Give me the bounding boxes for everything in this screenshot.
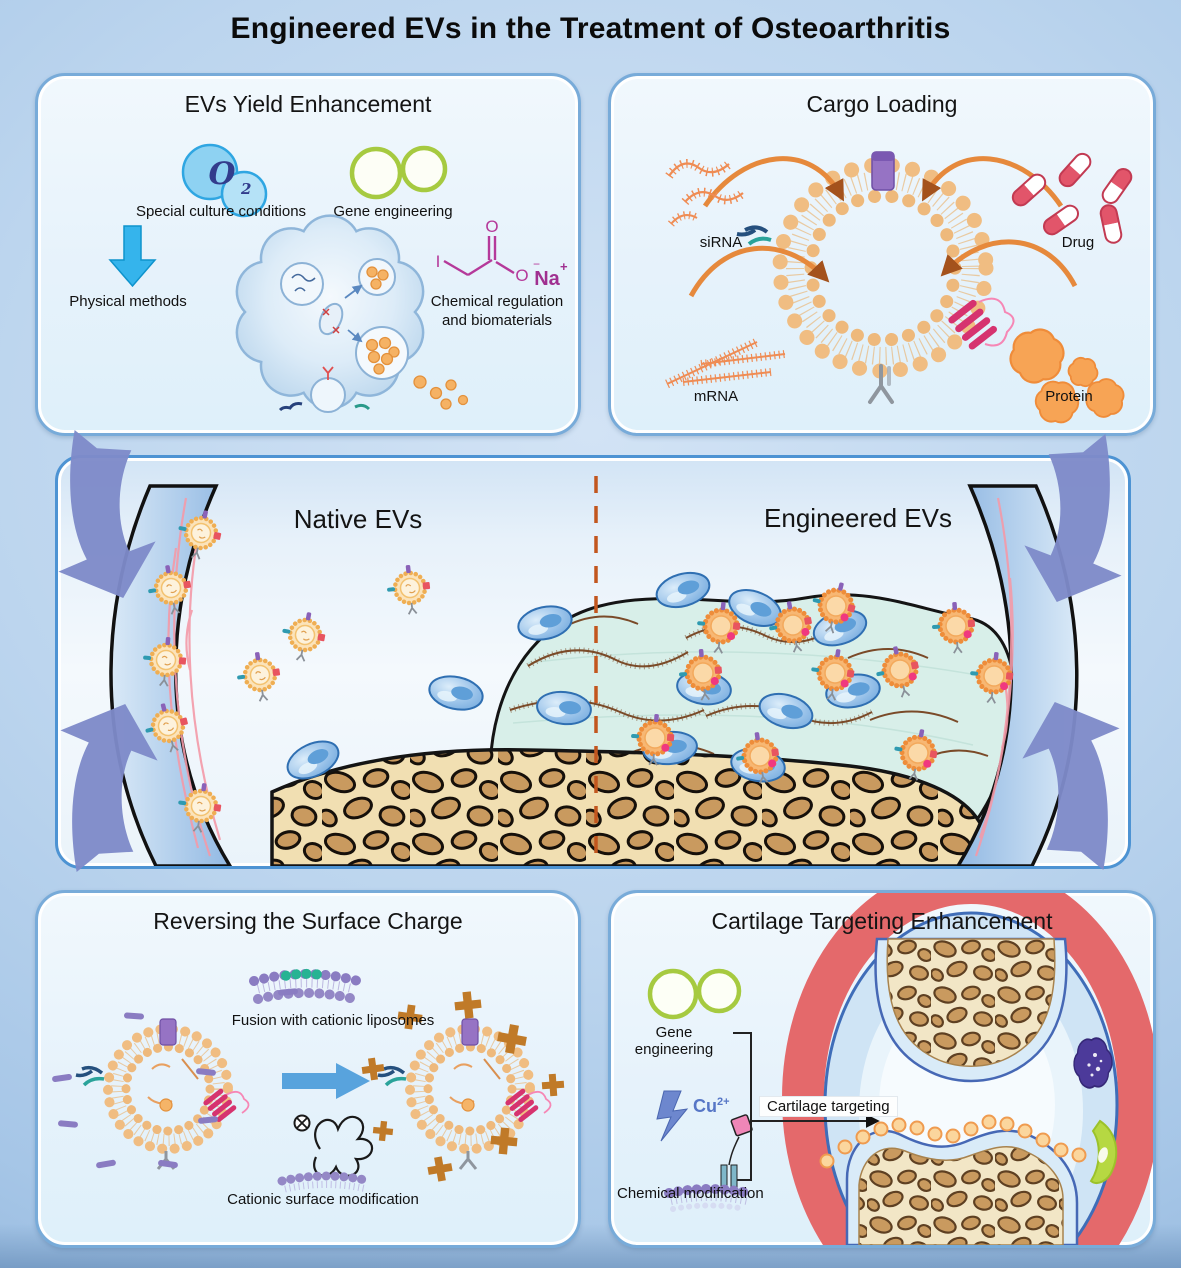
corner-arrow-top-left: [58, 430, 156, 598]
svg-text:+: +: [560, 259, 568, 274]
targeting-illustration: [647, 893, 1153, 1245]
synovium-cell-green: [1089, 1119, 1118, 1184]
svg-text:Na: Na: [534, 268, 560, 290]
panel-yield-enhancement: O 2: [35, 73, 581, 436]
svg-text:O: O: [208, 156, 235, 192]
sirna-icon: [665, 159, 772, 246]
fusion-liposomes-label: Fusion with cationic liposomes: [231, 1012, 435, 1029]
targeting-panel-title: Cartilage Targeting Enhancement: [711, 908, 1053, 934]
engineered-evs-label: Engineered EVs: [764, 503, 952, 533]
panel-cargo-loading: Cargo Loading siRNA Drug mRNA Protein: [608, 73, 1156, 436]
membrane-channel-icon: [871, 151, 895, 191]
gene-engineering-icon-2: [647, 968, 742, 1020]
loading-arrows: [688, 156, 1078, 298]
chemical-modification-label: Chemical modification: [617, 1185, 764, 1202]
svg-text:O: O: [515, 266, 528, 285]
protein-icon: [1006, 324, 1126, 430]
corner-arrow-bottom-right: [1022, 702, 1120, 870]
cationic-polymer-icon: [277, 1114, 375, 1193]
svg-text:−: −: [533, 257, 540, 271]
physical-methods-label: Physical methods: [69, 293, 187, 310]
charge-illustration: [52, 968, 565, 1193]
copper-modification-icon: [656, 1090, 754, 1212]
targeting-bracket: [733, 1032, 880, 1181]
gene-engineering-icon: [349, 145, 448, 200]
mrna-label: mRNA: [693, 388, 739, 405]
cationic-modification-label: Cationic surface modification: [227, 1191, 419, 1208]
gene-engineering-label: Gene engineering: [333, 203, 453, 220]
charge-panel-title: Reversing the Surface Charge: [153, 908, 463, 934]
sirna-label: siRNA: [699, 234, 743, 251]
cargo-panel-title: Cargo Loading: [806, 91, 958, 117]
drug-label: Drug: [1061, 234, 1095, 251]
corner-arrow-top-right: [1024, 434, 1122, 602]
minus-charges: [52, 988, 298, 1169]
chemical-structure-icon: I O O − Na +: [436, 217, 568, 290]
drug-icon: [1011, 152, 1133, 244]
native-evs-label: Native EVs: [293, 504, 423, 534]
copper-ion-label: Cu2+: [693, 1096, 730, 1116]
knee-joint-illustration: [782, 893, 1153, 1245]
panel-cartilage-targeting: Cartilage Targeting Enhancement Gene eng…: [608, 890, 1156, 1248]
svg-text:2: 2: [240, 180, 251, 198]
helix-protein-icon: [948, 299, 997, 350]
corner-arrow-bottom-left: [60, 704, 158, 872]
physical-methods-arrow-icon: [108, 225, 157, 288]
negative-vesicle-icon: [76, 1019, 249, 1169]
yield-illustration: O 2: [108, 143, 568, 413]
svg-text:O: O: [485, 217, 498, 236]
panel-surface-charge: Reversing the Surface Charge Fusion with…: [35, 890, 581, 1248]
page-title: Engineered EVs in the Treatment of Osteo…: [230, 12, 951, 45]
targeted-ev-dots: [819, 1114, 1087, 1169]
svg-text:I: I: [436, 252, 441, 271]
vesicle-illustration: [688, 151, 1078, 404]
transition-arrow-icon: [282, 1063, 370, 1099]
cell-illustration: [235, 214, 469, 413]
synovium-cell-purple: [1069, 1029, 1118, 1096]
chemical-regulation-label: Chemical regulation and biomaterials: [430, 293, 564, 329]
panel-joint-comparison: Native EVs Engineered EVs: [55, 455, 1131, 869]
gene-engineering-label-2: Gene engineering: [634, 1024, 714, 1058]
culture-conditions-label: Special culture conditions: [135, 203, 307, 220]
membrane-protein-outline: [978, 297, 1015, 347]
oxygen-icon: O 2: [181, 143, 268, 218]
tetraspanin-icon: [868, 364, 894, 404]
mrna-icon: [665, 337, 786, 389]
protein-label: Protein: [1045, 388, 1093, 405]
cationic-liposome-icon: [249, 968, 363, 1004]
cartilage-targeting-label: Cartilage targeting: [759, 1096, 898, 1117]
yield-panel-title: EVs Yield Enhancement: [184, 91, 432, 117]
cargo-illustration: [665, 151, 1153, 433]
